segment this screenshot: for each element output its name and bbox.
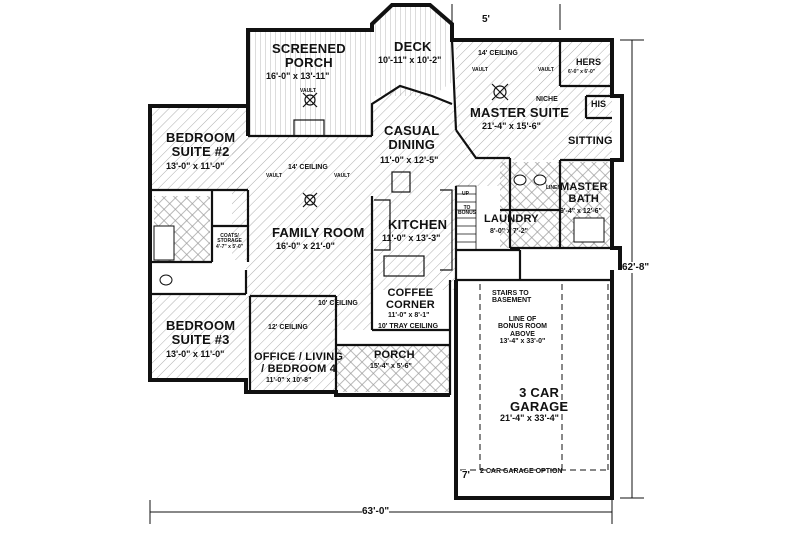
hers-name: HERS <box>576 57 602 67</box>
interior-walls <box>150 39 622 395</box>
stairs <box>455 185 477 251</box>
up-label: UP <box>462 191 469 197</box>
screened-porch-floor <box>248 30 372 136</box>
office-dims: 11'-0" x 10'-8" <box>266 377 312 384</box>
fireplace <box>293 119 325 137</box>
family-room-name: FAMILY ROOM <box>272 225 365 240</box>
garage-offset-dimension: 7' <box>462 470 470 481</box>
floor-hatching <box>152 5 612 392</box>
hers-dims: 6'-0" x 6'-0" <box>568 69 596 75</box>
his-name: HIS <box>591 99 607 109</box>
kitchen-dims: 11'-0" x 13'-3" <box>382 233 441 243</box>
kitchen-island <box>383 255 425 277</box>
sitting-name: SITTING <box>568 135 613 147</box>
bath-fixtures <box>153 174 605 286</box>
screened-porch-dims: 16'-0" x 13'-11" <box>266 71 330 81</box>
master-suite-dims: 21'-4" x 15'-6" <box>482 121 541 131</box>
vault-label-4: VAULT <box>334 173 350 179</box>
master-bath-dims: 9'-4" x 12'-6" <box>560 208 602 215</box>
bedroom3-dims: 13'-0" x 11'-0" <box>166 349 225 359</box>
vault-label-1: VAULT <box>300 88 316 94</box>
porch-dims: 15'-4" x 5'-6" <box>370 363 412 370</box>
porch-floor <box>336 345 450 392</box>
deck-dims: 10'-11" x 10'-2" <box>378 55 442 65</box>
family-fan <box>304 194 316 206</box>
coffee-corner-ceiling: 10' TRAY CEILING <box>378 323 439 330</box>
linen-label: LINEN <box>546 185 561 191</box>
laundry-name: LAUNDRY <box>484 213 539 225</box>
master-ceiling: 14' CEILING <box>478 50 518 57</box>
office-floor <box>250 298 336 392</box>
vault-label-2: VAULT <box>472 67 488 73</box>
family-ceiling: 14' CEILING <box>288 164 328 171</box>
kitchen-fixtures <box>293 83 509 277</box>
laundry-dims: 8'-0" x 7'-2" <box>490 228 528 235</box>
depth-dimension: 62'-8" <box>622 262 650 273</box>
office-name: OFFICE / LIVING/ BEDROOM 4 <box>254 351 344 375</box>
master-suite-floor <box>456 40 612 160</box>
deck-name: DECK <box>394 39 432 54</box>
casual-dining-dims: 11'-0" x 12'-5" <box>380 155 439 165</box>
kitchen-counter-right <box>440 189 453 271</box>
family-room-dims: 16'-0" x 21'-0" <box>276 241 335 251</box>
porch-name: PORCH <box>374 349 415 361</box>
porch-fan <box>304 94 316 106</box>
exterior-walls <box>148 3 624 500</box>
width-dimension: 63'-0" <box>362 506 390 517</box>
bedroom2-floor <box>152 106 248 190</box>
kitchen-counter <box>374 199 391 251</box>
garage-dims: 21'-4" x 33'-4" <box>500 413 559 423</box>
niche-label: NICHE <box>536 96 558 103</box>
dining-table <box>391 171 411 193</box>
ceiling-fan <box>493 85 507 99</box>
hall-ceiling: 10' CEILING <box>318 300 358 307</box>
deck-floor <box>372 5 452 96</box>
garage-option: 2 CAR GARAGE OPTION <box>480 468 563 475</box>
vault-label-5: VAULT <box>266 173 282 179</box>
master-suite-name: MASTER SUITE <box>470 105 570 120</box>
bedroom2-dims: 13'-0" x 11'-0" <box>166 161 225 171</box>
vault-label-3: VAULT <box>538 67 554 73</box>
office-ceiling: 12' CEILING <box>268 324 308 331</box>
kitchen-name: KITCHEN <box>388 217 448 232</box>
garage-dashed-lines <box>460 284 609 471</box>
coffee-corner-dims: 11'-0" x 8'-1" <box>388 312 430 319</box>
bedroom3-floor <box>152 294 246 380</box>
bump-dimension: 5' <box>482 14 490 25</box>
